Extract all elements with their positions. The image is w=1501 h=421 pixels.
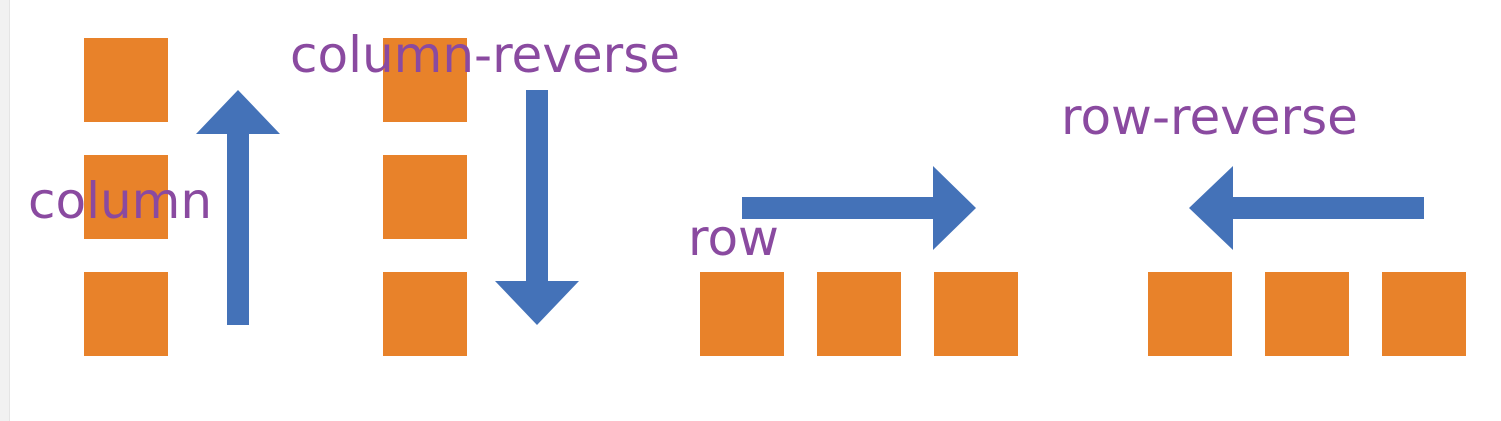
label-column-reverse: column-reverse bbox=[290, 26, 681, 84]
box-row-2 bbox=[817, 272, 901, 356]
box-column-reverse-2 bbox=[383, 155, 467, 239]
arrow-right-icon bbox=[742, 166, 976, 250]
arrow-left-icon bbox=[1189, 166, 1424, 250]
label-row-reverse: row-reverse bbox=[1061, 88, 1358, 146]
left-border bbox=[0, 0, 10, 421]
box-row-reverse-3 bbox=[1382, 272, 1466, 356]
arrow-up-icon bbox=[196, 90, 280, 325]
box-column-1 bbox=[84, 38, 168, 122]
box-row-1 bbox=[700, 272, 784, 356]
arrow-down-icon bbox=[495, 90, 579, 325]
label-row: row bbox=[688, 209, 779, 267]
label-column: column bbox=[28, 172, 213, 230]
box-column-3 bbox=[84, 272, 168, 356]
box-column-2 bbox=[84, 155, 168, 239]
box-column-reverse-3 bbox=[383, 272, 467, 356]
box-row-3 bbox=[934, 272, 1018, 356]
box-row-reverse-2 bbox=[1265, 272, 1349, 356]
box-row-reverse-1 bbox=[1148, 272, 1232, 356]
box-column-reverse-1 bbox=[383, 38, 467, 122]
